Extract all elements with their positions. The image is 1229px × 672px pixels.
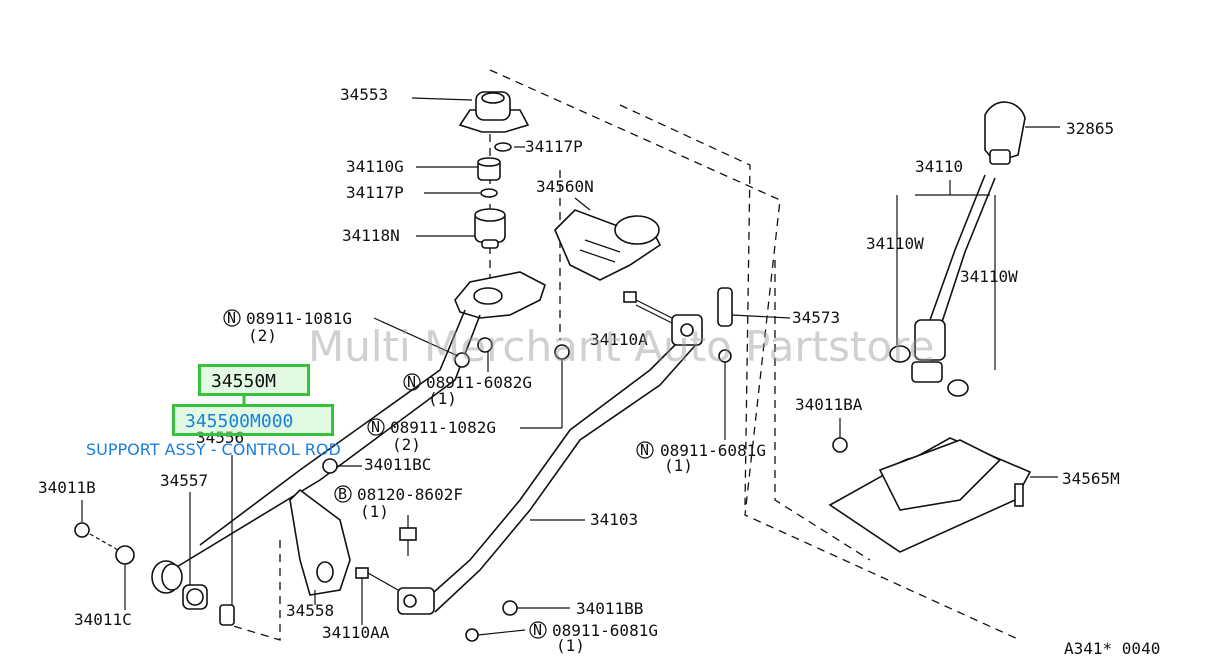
- label-34118N: 34118N: [342, 226, 400, 245]
- leader-08911-6081G-b: [477, 629, 526, 636]
- leader-34011B-dash: [89, 533, 119, 551]
- label-34011BB: 34011BB: [576, 599, 643, 618]
- b-circle-icon-08120: [334, 485, 352, 503]
- part-34557-bushing: [151, 560, 183, 594]
- rod-lower-end: [397, 587, 435, 615]
- label-34110: 34110: [915, 157, 963, 176]
- label-08911-1081G: 08911-1081G: [246, 309, 352, 328]
- rod-end-bracket: [671, 314, 703, 346]
- n-letter-6082G: N: [407, 373, 416, 391]
- n-letter-6081G-a: N: [640, 441, 649, 459]
- part-34565M-housing: [828, 437, 1032, 553]
- label-qty-1-b: (1): [664, 456, 693, 475]
- control-rod-inner: [434, 339, 701, 613]
- n-circle-icon-1081G: [223, 309, 241, 327]
- nut-08911-6082G: [477, 337, 493, 353]
- n-letter-1082G: N: [371, 418, 380, 436]
- label-34557: 34557: [160, 471, 208, 490]
- label-08911-6081G-a: 08911-6081G: [660, 441, 766, 460]
- label-34011C: 34011C: [74, 610, 132, 629]
- part-34117P-ring-a: [494, 142, 512, 152]
- highlight-part-number: 34550M: [211, 371, 277, 392]
- figure-code: A341* 0040: [1064, 639, 1160, 658]
- stud-34565M: [1014, 483, 1024, 507]
- b-letter-08120: B: [338, 485, 347, 503]
- support-rod-upper: [199, 309, 466, 546]
- label-32865: 32865: [1066, 119, 1114, 138]
- bolt-34110A: [623, 291, 673, 324]
- part-34556-pin: [219, 604, 235, 626]
- highlight-part-code-box[interactable]: 345500M000: [172, 404, 334, 436]
- n-circle-icon-1082G: [367, 418, 385, 436]
- label-08911-6081G-b: 08911-6081G: [552, 621, 658, 640]
- part-34550M-support-plate: [454, 271, 546, 319]
- washer-34011C: [115, 545, 135, 565]
- label-qty-1-d: (1): [556, 636, 585, 655]
- dashed-outline-right: [774, 260, 871, 561]
- dashed-outline-upper: [489, 69, 1021, 641]
- part-34553-bushing: [458, 91, 530, 133]
- n-circle-icon-6081G-a: [636, 441, 654, 459]
- leader-08911-1081G: [373, 317, 459, 357]
- washer-34011B: [74, 522, 90, 538]
- label-34117P-b: 34117P: [346, 183, 404, 202]
- label-34565M: 34565M: [1062, 469, 1120, 488]
- label-34558: 34558: [286, 601, 334, 620]
- washer-08911-1082G: [554, 344, 570, 360]
- label-34553: 34553: [340, 85, 388, 104]
- label-34110W-a: 34110W: [866, 234, 924, 253]
- part-34117P-ring-b: [480, 188, 498, 198]
- highlight-part-number-box[interactable]: 34550M: [198, 364, 310, 396]
- part-34556-bushing: [182, 584, 208, 610]
- part-34573-clip: [717, 287, 733, 327]
- part-34118N-socket: [474, 208, 506, 249]
- label-34110AA: 34110AA: [322, 623, 390, 642]
- label-34103: 34103: [590, 510, 638, 529]
- highlight-part-code: 345500M000: [185, 411, 294, 432]
- n-letter-6081G-b: N: [533, 621, 542, 639]
- label-34110G: 34110G: [346, 157, 404, 176]
- label-34011BC: 34011BC: [364, 455, 431, 474]
- label-08911-1082G: 08911-1082G: [390, 418, 496, 437]
- part-34110G-collar: [477, 157, 501, 181]
- part-34110W-washer-a: [889, 345, 911, 363]
- leader-34573: [731, 314, 791, 319]
- bolt-08120-8602F: [399, 527, 417, 556]
- shift-lever-base: [911, 319, 946, 383]
- part-34558-bracket: [289, 488, 351, 596]
- label-08911-6082G: 08911-6082G: [426, 373, 532, 392]
- control-rod-outer: [424, 329, 691, 601]
- n-letter-1081G: N: [227, 309, 236, 327]
- nut-34011BC: [322, 458, 338, 474]
- nut-34011BB: [502, 600, 518, 616]
- label-34110A: 34110A: [590, 330, 648, 349]
- leader-34553: [411, 97, 473, 101]
- label-qty-1-a: (1): [428, 389, 457, 408]
- part-32865-knob: [984, 101, 1026, 165]
- label-34011BA: 34011BA: [795, 395, 863, 414]
- n-circle-icon-6082G: [403, 373, 421, 391]
- nut-08911-6081G-b: [465, 628, 479, 642]
- dashed-outline-middle: [619, 104, 751, 506]
- label-34560N: 34560N: [536, 177, 594, 196]
- label-qty-1-c: (1): [360, 502, 389, 521]
- n-circle-icon-6081G-b: [529, 621, 547, 639]
- dashed-outline-lower-left: [229, 540, 281, 641]
- label-34011B: 34011B: [38, 478, 96, 497]
- label-08120-8602F: 08120-8602F: [357, 485, 463, 504]
- washer-08911-1081G: [454, 352, 470, 368]
- part-34560N-bracket: [554, 209, 662, 281]
- support-rod-lower: [174, 314, 481, 569]
- label-qty-2: (2): [248, 326, 277, 345]
- nut-34011BA: [832, 437, 848, 453]
- label-qty-2-b: (2): [392, 435, 421, 454]
- watermark: Multi Merchant Auto Partstore: [308, 322, 935, 371]
- part-34110W-washer-b: [947, 379, 969, 397]
- part-description: SUPPORT ASSY - CONTROL ROD: [86, 440, 341, 459]
- label-34110W-b: 34110W: [960, 267, 1018, 286]
- leader-34560N: [574, 197, 591, 211]
- label-34573: 34573: [792, 308, 840, 327]
- label-34117P-a: 34117P: [525, 137, 583, 156]
